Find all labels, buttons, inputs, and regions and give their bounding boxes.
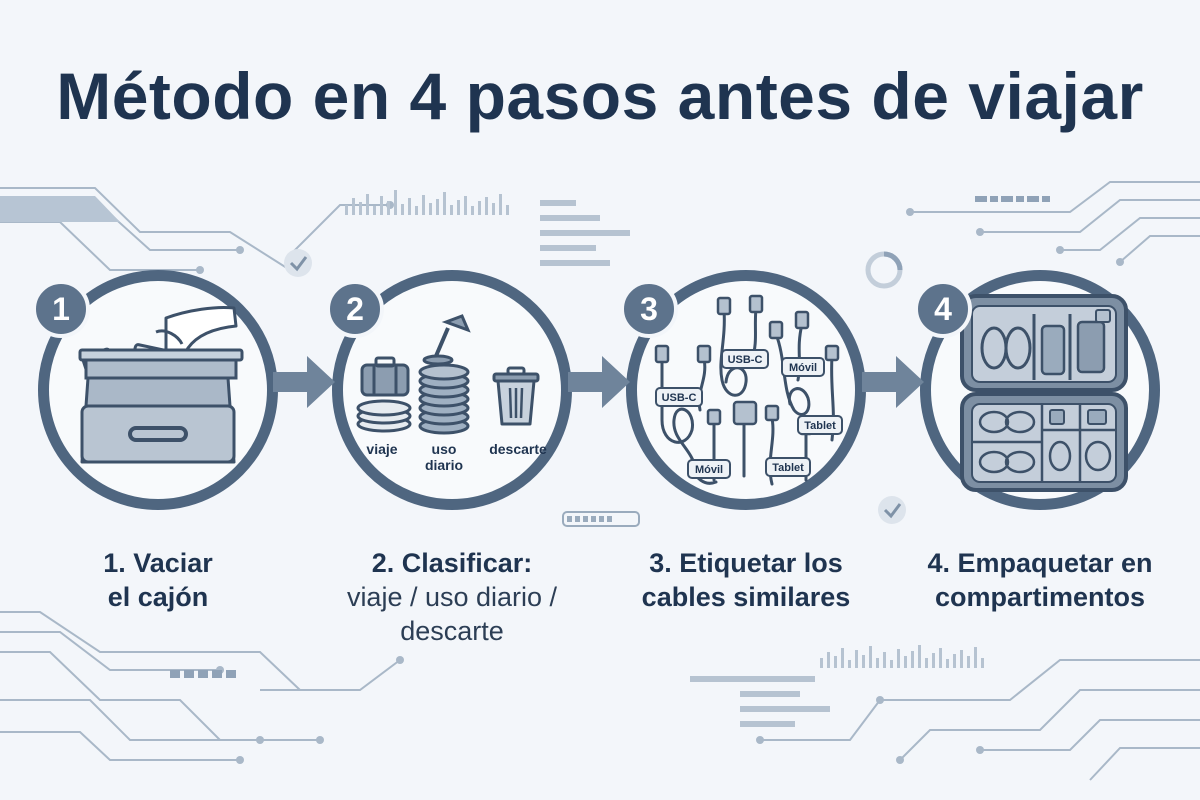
cable-stack-travel-icon (356, 399, 412, 433)
step-2-subtitle-line2: descarte (400, 616, 504, 646)
step-1-title-line2: el cajón (107, 582, 209, 612)
step-2-badge: 2 (326, 280, 384, 338)
arrow-right-icon (273, 356, 335, 408)
step-3-badge: 3 (620, 280, 678, 338)
step-4: 4 (914, 270, 1160, 510)
step-2-title-line1: 2. Clasificar: (371, 548, 533, 578)
tag-tablet-right: Tablet (804, 420, 836, 432)
step-1: 1 (32, 270, 278, 510)
step-2-subtitle-line1: viaje / uso diario / (346, 582, 558, 612)
tag-usb-c-top: USB-C (728, 354, 763, 366)
organizer-case-icon (960, 294, 1128, 492)
step-3-title-line2: cables similares (641, 582, 851, 612)
step-2: viaje uso diario descarte 2 (326, 270, 572, 510)
arrow-right-icon (568, 356, 630, 408)
step-3-caption: 3. Etiquetar los cables similares (601, 546, 891, 614)
label-uso: uso (432, 441, 457, 457)
step-4-caption: 4. Empaquetar en compartimentos (895, 546, 1185, 614)
page-title: Método en 4 pasos antes de viajar (56, 59, 1144, 133)
arrow-right-icon (862, 356, 924, 408)
step-1-badge: 1 (32, 280, 90, 338)
label-diario: diario (425, 457, 463, 473)
step-2-caption: 2. Clasificar: viaje / uso diario / desc… (307, 546, 597, 648)
label-descarte: descarte (489, 441, 547, 457)
tag-usb-c-left: USB-C (662, 392, 697, 404)
trash-can-icon (492, 366, 540, 426)
cable-stack-daily-icon (418, 363, 470, 435)
step-4-title-line2: compartimentos (934, 582, 1146, 612)
step-4-badge: 4 (914, 280, 972, 338)
cable-tags-icon: USB-C USB-C Móvil Móvil Tablet Tablet (654, 294, 843, 486)
sorting-icon: viaje uso diario descarte (356, 314, 547, 473)
tag-movil-bottom: Móvil (695, 464, 723, 476)
step-3: USB-C USB-C Móvil Móvil Tablet Tablet 3 (620, 270, 866, 510)
tag-tablet-bottom: Tablet (772, 462, 804, 474)
step-1-caption: 1. Vaciar el cajón (13, 546, 303, 614)
label-viaje: viaje (366, 441, 397, 457)
suitcase-icon (360, 356, 410, 397)
step-3-title-line1: 3. Etiquetar los (649, 548, 843, 578)
step-4-title-line1: 4. Empaquetar en (927, 548, 1153, 578)
drawer-icon (78, 306, 244, 464)
lamp-icon (422, 314, 471, 366)
tag-movil-right: Móvil (789, 362, 817, 374)
step-1-title-line1: 1. Vaciar (103, 548, 213, 578)
